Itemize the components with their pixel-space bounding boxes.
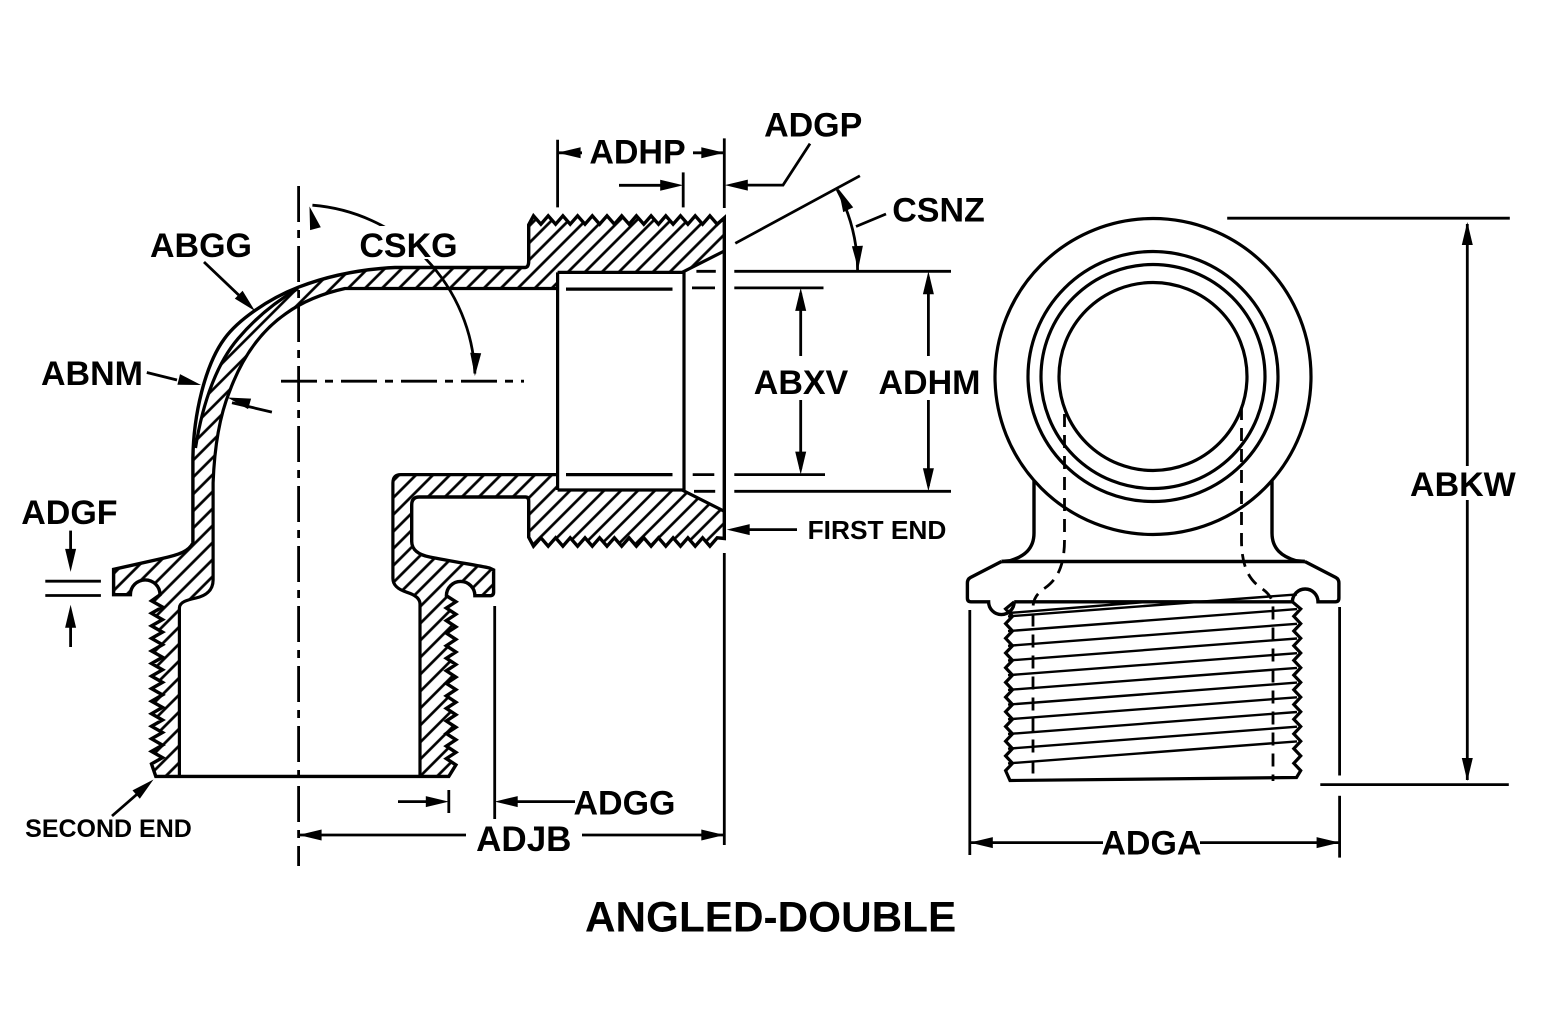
svg-text:ADGP: ADGP bbox=[764, 106, 862, 144]
svg-text:ANGLED-DOUBLE: ANGLED-DOUBLE bbox=[585, 894, 956, 941]
svg-text:CSNZ: CSNZ bbox=[892, 192, 985, 230]
svg-text:ADJB: ADJB bbox=[476, 820, 571, 859]
svg-text:ADGA: ADGA bbox=[1101, 824, 1201, 862]
svg-text:ABGG: ABGG bbox=[150, 227, 252, 265]
svg-text:ADHM: ADHM bbox=[879, 364, 981, 402]
svg-text:ABNM: ABNM bbox=[41, 355, 143, 393]
svg-text:SECOND END: SECOND END bbox=[25, 815, 192, 843]
svg-text:ADGG: ADGG bbox=[574, 785, 676, 823]
svg-text:ADHP: ADHP bbox=[589, 134, 685, 172]
svg-text:CSKG: CSKG bbox=[359, 227, 457, 265]
svg-text:FIRST END: FIRST END bbox=[808, 515, 947, 545]
svg-text:ABXV: ABXV bbox=[754, 364, 849, 402]
svg-text:ABKW: ABKW bbox=[1410, 466, 1517, 504]
svg-text:ADGF: ADGF bbox=[21, 494, 117, 532]
